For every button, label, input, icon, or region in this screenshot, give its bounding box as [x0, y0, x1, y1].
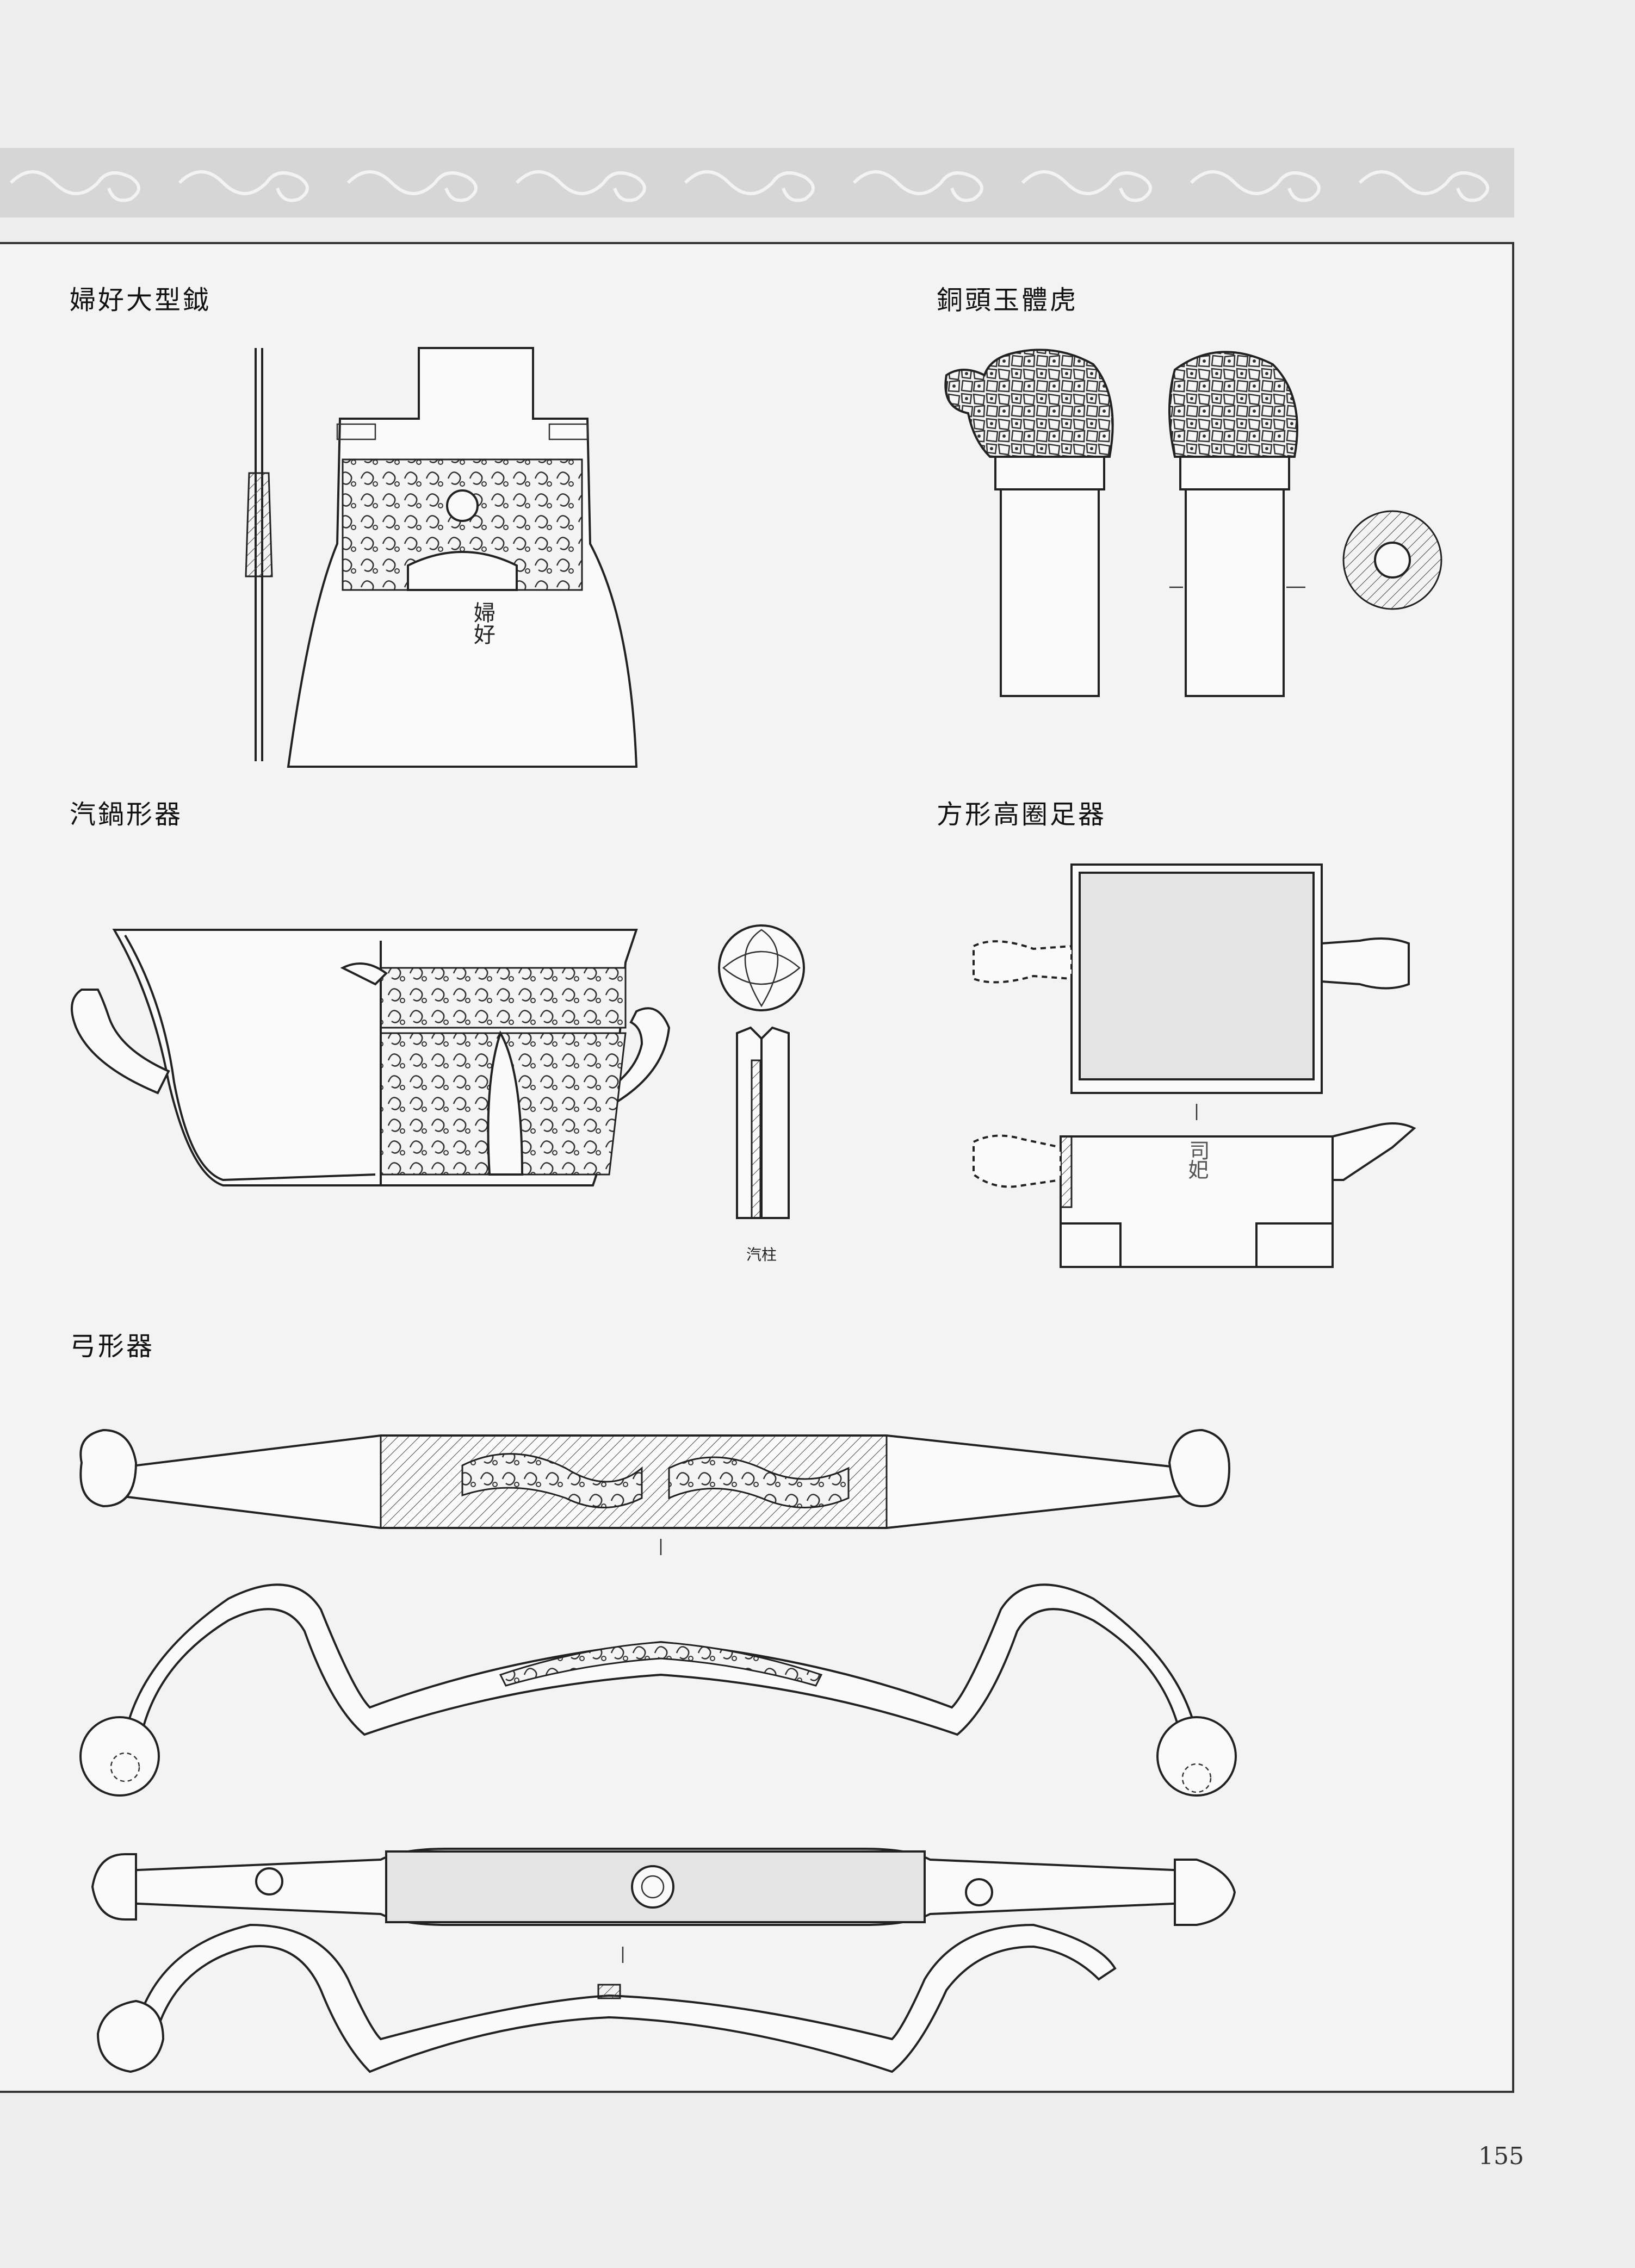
bow-1-top-view — [79, 1428, 1231, 1529]
caption-bow: 弓形器 — [70, 1331, 155, 1362]
axe-taotie-decoration — [342, 458, 583, 591]
bow-2-center-boss — [631, 1865, 674, 1909]
steamer-top-band — [380, 967, 627, 1029]
square-vessel-drawing — [963, 854, 1420, 1278]
label-steam-column: 汽柱 — [746, 1246, 777, 1264]
caption-steamer: 汽鍋形器 — [70, 799, 183, 830]
steam-column-top-view — [718, 924, 805, 1011]
axe-side-profile — [245, 348, 273, 761]
square-vessel-inscription: 司𡚱 — [1186, 1140, 1210, 1181]
bow-1-dragon-right — [668, 1456, 850, 1508]
page-number: 155 — [1478, 2142, 1524, 2170]
bow-2-top-view — [91, 1848, 1236, 1926]
caption-axe: 婦好大型鉞 — [70, 285, 212, 315]
tiger-cross-section — [1342, 510, 1442, 610]
bow-1-side-dragons — [499, 1641, 823, 1687]
bow-2-side-view — [96, 1923, 1117, 2073]
steam-column-section — [736, 1026, 790, 1219]
tiger-drawing — [936, 343, 1458, 712]
ornamental-header-band — [0, 148, 1514, 218]
bow-1-side-view — [79, 1583, 1237, 1797]
caption-square-vessel: 方形高圈足器 — [937, 799, 1107, 830]
square-vessel-side-view — [973, 1122, 1416, 1268]
bow-drawings — [65, 1403, 1262, 2077]
bow-1-dragon-left — [461, 1453, 643, 1508]
tiger-side-view — [1168, 351, 1305, 697]
square-vessel-top-view — [973, 863, 1410, 1094]
steamer-drawing — [60, 919, 674, 1202]
axe-inscription: 婦好 — [470, 601, 495, 645]
steam-column-drawing — [707, 919, 816, 1223]
axe-drawing — [228, 337, 664, 772]
caption-tiger: 銅頭玉體虎 — [937, 285, 1079, 315]
tiger-front-view — [944, 349, 1114, 697]
